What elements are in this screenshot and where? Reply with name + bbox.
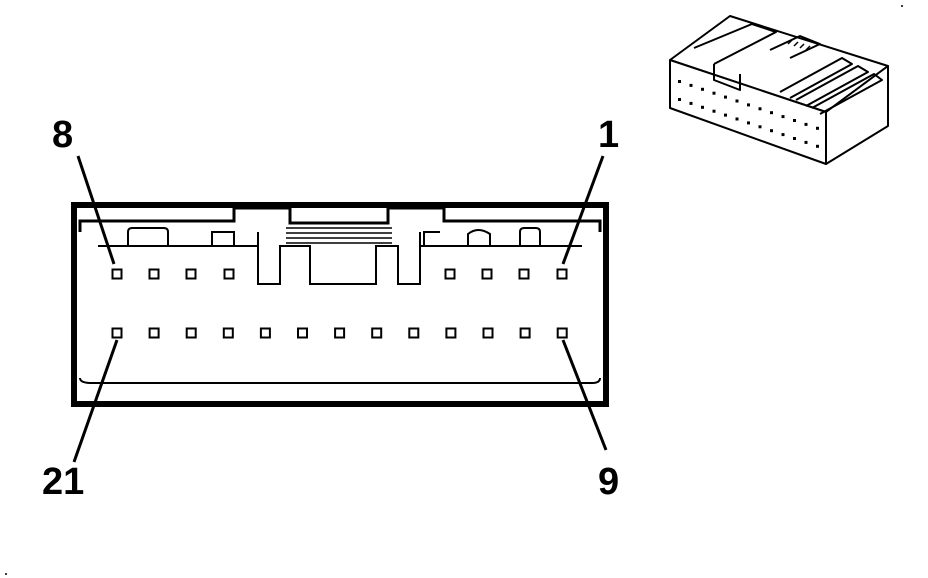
- pin3d-bottom-4: [712, 109, 716, 113]
- pin-top-2: [148, 268, 160, 280]
- pin-bottom-10: [445, 327, 457, 339]
- pin-bottom-9: [408, 327, 420, 339]
- connector-3d-ridge-2: [713, 64, 741, 91]
- connector-3d-side: [825, 65, 889, 165]
- pin3d-top-12: [804, 122, 808, 126]
- label-pin-1: 1: [598, 114, 619, 156]
- pin-top-4: [223, 268, 235, 280]
- pin-top-7: [518, 268, 530, 280]
- connector-3d-ridge-5: [811, 73, 883, 115]
- pin-bottom-7: [334, 327, 346, 339]
- connector-housing-inner: [79, 377, 601, 384]
- pin3d-bottom-11: [793, 137, 796, 140]
- connector-3d-comb: [787, 39, 811, 51]
- pin3d-top-3: [701, 87, 704, 91]
- corner-dot: [901, 5, 903, 7]
- pin-bottom-2: [148, 327, 160, 339]
- pin-bottom-1: [111, 327, 123, 339]
- pin-bottom-5: [259, 327, 271, 339]
- pin3d-top-10: [781, 115, 785, 119]
- leader-pin-21: [72, 339, 119, 463]
- pin-grid: [111, 268, 568, 339]
- pin3d-bottom-13: [816, 144, 819, 148]
- pin-bottom-13: [556, 327, 568, 339]
- connector-housing-outer: [71, 202, 609, 407]
- leader-pin-1: [561, 155, 605, 265]
- leader-pin-9: [561, 339, 608, 451]
- pin-top-1: [111, 268, 123, 280]
- connector-3d-pins: [678, 80, 819, 148]
- pin3d-bottom-6: [735, 117, 739, 121]
- leader-lines: [72, 155, 608, 463]
- pin-top-5: [444, 268, 456, 280]
- connector-3d-latch: [769, 35, 821, 59]
- pin3d-bottom-3: [701, 105, 704, 109]
- pin-bottom-11: [482, 327, 494, 339]
- pin3d-bottom-2: [689, 101, 693, 105]
- latch-left-1: [127, 227, 169, 246]
- latch-left-2: [211, 231, 235, 246]
- pin3d-top-1: [678, 80, 681, 83]
- connector-3d-ridge-3: [779, 57, 853, 99]
- label-pin-21: 21: [42, 461, 84, 503]
- keying-profile: [78, 206, 602, 232]
- corner-dot: [5, 573, 7, 575]
- pin3d-bottom-5: [724, 113, 727, 117]
- connector-3d-ridge-1: [693, 23, 777, 65]
- pin3d-bottom-7: [747, 121, 750, 125]
- pin-bottom-6: [297, 327, 308, 339]
- pin-top-6: [481, 268, 493, 280]
- pin3d-top-11: [793, 119, 796, 122]
- pin-top-8: [556, 268, 568, 280]
- latch-right-1: [467, 229, 491, 246]
- pin3d-bottom-9: [770, 129, 773, 133]
- pin3d-bottom-10: [781, 133, 785, 137]
- pin3d-top-4: [712, 91, 716, 95]
- pin3d-top-6: [735, 99, 739, 103]
- pin3d-top-7: [747, 103, 750, 107]
- pin3d-top-2: [689, 83, 693, 87]
- latch-right-3: [423, 231, 440, 246]
- center-key: [257, 232, 421, 285]
- pin3d-bottom-8: [758, 125, 762, 129]
- pin3d-top-8: [758, 107, 762, 111]
- pin-bottom-3: [185, 327, 197, 339]
- pin3d-top-9: [770, 111, 773, 115]
- connector-face: [71, 202, 609, 407]
- pin3d-bottom-1: [678, 98, 681, 101]
- latch-right-2: [519, 227, 541, 246]
- connector-3d-ridge-4: [795, 65, 869, 107]
- pin3d-top-5: [724, 95, 727, 99]
- pin3d-bottom-12: [804, 140, 808, 144]
- leader-pin-8: [76, 155, 116, 265]
- pin-bottom-8: [371, 327, 383, 339]
- pin-top-3: [185, 268, 197, 280]
- label-pin-9: 9: [598, 461, 619, 503]
- connector-3d-illustration: [669, 15, 889, 165]
- label-pin-8: 8: [52, 114, 73, 156]
- pin-bottom-12: [519, 327, 531, 339]
- pin-bottom-4: [222, 327, 234, 339]
- pin3d-top-13: [816, 126, 819, 130]
